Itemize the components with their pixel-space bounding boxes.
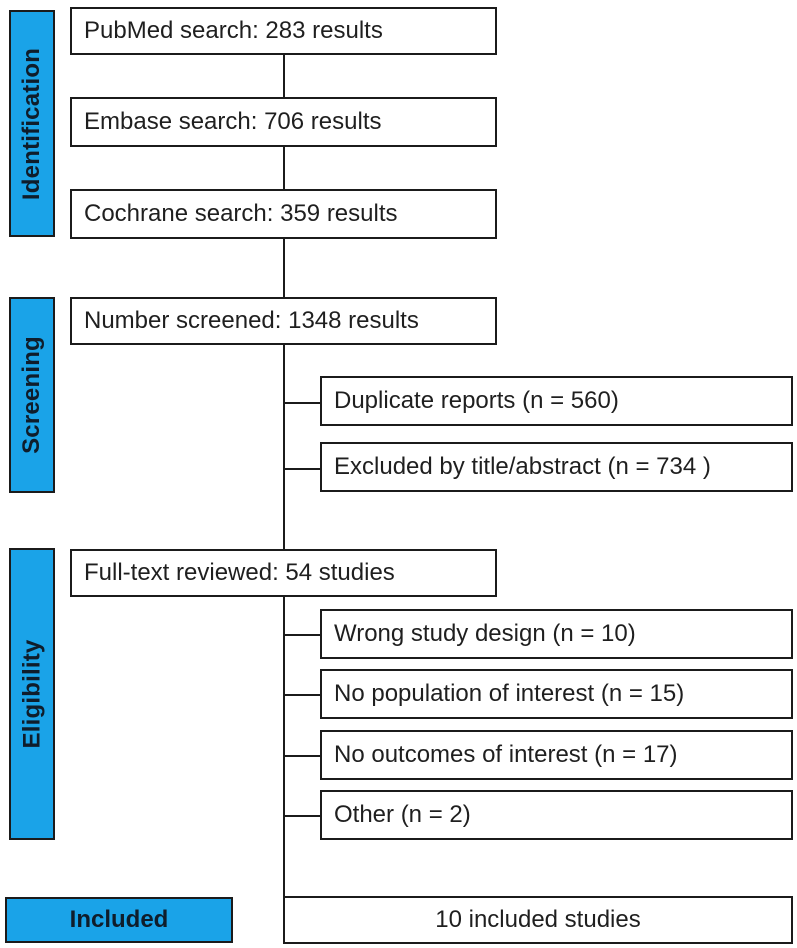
no-population-box: No population of interest (n = 15) [320, 669, 793, 719]
phase-included-label: Included [69, 906, 169, 933]
other-reason-box: Other (n = 2) [320, 790, 793, 840]
cochrane-search-box: Cochrane search: 359 results [70, 189, 497, 239]
full-text-reviewed-box: Full-text reviewed: 54 studies [70, 549, 497, 597]
phase-eligibility-label: Eligibility [18, 639, 46, 749]
number-screened-box: Number screened: 1348 results [70, 297, 497, 345]
phase-included: Included [5, 897, 233, 943]
excluded-title-abstract-box: Excluded by title/abstract (n = 734 ) [320, 442, 793, 492]
connector-to-no-outcomes [283, 755, 321, 757]
connector-to-other [283, 815, 321, 817]
phase-identification: Identification [9, 10, 55, 237]
wrong-study-design-box: Wrong study design (n = 10) [320, 609, 793, 659]
phase-screening: Screening [9, 297, 55, 493]
connector-to-no-population [283, 694, 321, 696]
phase-identification-label: Identification [18, 47, 46, 200]
connector-to-duplicates [283, 402, 321, 404]
main-connector-line [283, 55, 285, 898]
phase-eligibility: Eligibility [9, 548, 55, 840]
duplicate-reports-box: Duplicate reports (n = 560) [320, 376, 793, 426]
connector-to-excluded-title-abstract [283, 468, 321, 470]
connector-to-wrong-design [283, 634, 321, 636]
phase-screening-label: Screening [18, 336, 45, 454]
embase-search-box: Embase search: 706 results [70, 97, 497, 147]
pubmed-search-box: PubMed search: 283 results [70, 7, 497, 55]
no-outcomes-box: No outcomes of interest (n = 17) [320, 730, 793, 780]
included-studies-box: 10 included studies [283, 896, 793, 944]
